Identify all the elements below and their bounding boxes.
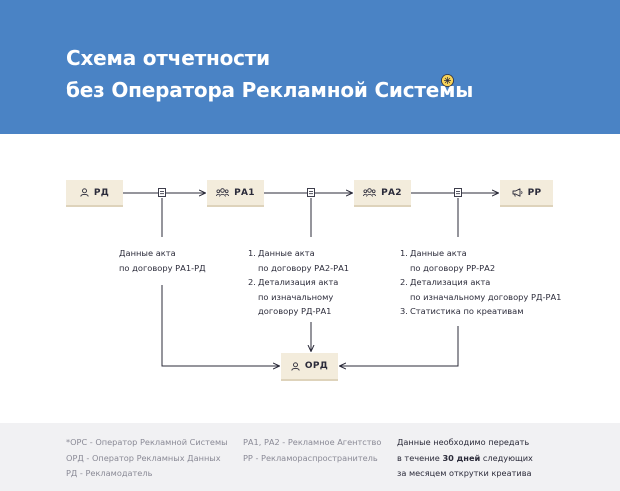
page-title-line2: без Оператора Рекламной Системы (66, 78, 474, 102)
link-ra2-ord (340, 326, 459, 366)
node-label: ОРД (304, 361, 329, 371)
legend-line: *ОРС - Оператор Рекламной Системы (66, 437, 228, 447)
node-label: РР (527, 187, 542, 198)
list-item: 1.Данные акта (248, 248, 315, 258)
person-icon (80, 188, 89, 197)
node-label: РА1 (234, 187, 255, 198)
legend-line: РА1, РА2 - Рекламное Агентство (243, 437, 382, 447)
legend-line: РД - Рекламодатель (66, 468, 153, 479)
list-item: 2.Детализация акта (400, 277, 491, 288)
text-line: по договору РА2-РА1 (258, 262, 350, 273)
legend-column-2: РА1, РА2 - Рекламное Агентство РР - Рекл… (243, 435, 381, 466)
sticker-icon (441, 74, 454, 87)
text-line: договору РД-РА1 (258, 306, 332, 317)
info-block-rd: Данные акта по договору РА1-РД (119, 246, 206, 275)
document-icon (158, 188, 166, 197)
group-icon (216, 188, 230, 197)
info-block-ra1: 1.Данные акта по договору РА2-РА1 2.Дета… (248, 246, 349, 319)
header-banner: Схема отчетности без Оператора Рекламной… (0, 0, 620, 134)
text-line: по изначальному договору РД-РА1 (410, 291, 562, 302)
node-ra2: РА2 (354, 180, 411, 207)
node-label: РА2 (381, 187, 402, 198)
list-item: 3.Статистика по креативам (400, 306, 524, 317)
list-item: 2.Детализация акта (248, 277, 339, 288)
node-rr: РР (500, 180, 553, 207)
node-ra1: РА1 (207, 180, 264, 207)
legend-column-1: *ОРС - Оператор Рекламной Системы ОРД - … (66, 435, 228, 482)
node-rd: РД (66, 180, 123, 207)
footer-legend: *ОРС - Оператор Рекламной Системы ОРД - … (0, 423, 620, 491)
person-icon (291, 361, 300, 371)
node-ord: ОРД (281, 353, 338, 381)
info-block-ra2: 1.Данные акта по договору РР-РА2 2.Детал… (400, 246, 561, 319)
text-line: по изначальному (258, 291, 334, 302)
link-rd-ord (161, 285, 279, 366)
deadline-highlight: 30 дней (442, 452, 481, 463)
legend-line: ОРД - Оператор Рекламных Данных (66, 452, 221, 463)
text-line: по договору РА1-РД (119, 262, 206, 273)
page-title-line1: Схема отчетности (66, 46, 270, 70)
legend-line: РР - Рекламораспространитель (243, 452, 378, 463)
document-icon (307, 188, 315, 197)
group-icon (363, 188, 377, 197)
note-line: Данные необходимо передать (397, 437, 530, 447)
megaphone-icon (512, 188, 523, 197)
text-line: по договору РР-РА2 (410, 262, 496, 273)
text-line: Данные акта (119, 248, 176, 258)
list-item: 1.Данные акта (400, 248, 467, 258)
deadline-note: Данные необходимо передать в течение 30 … (397, 435, 533, 482)
node-label: РД (93, 187, 110, 198)
note-line: в течение 30 дней следующих (397, 452, 533, 463)
note-line: за месяцем открутки креатива (397, 468, 532, 479)
document-icon (454, 188, 462, 197)
